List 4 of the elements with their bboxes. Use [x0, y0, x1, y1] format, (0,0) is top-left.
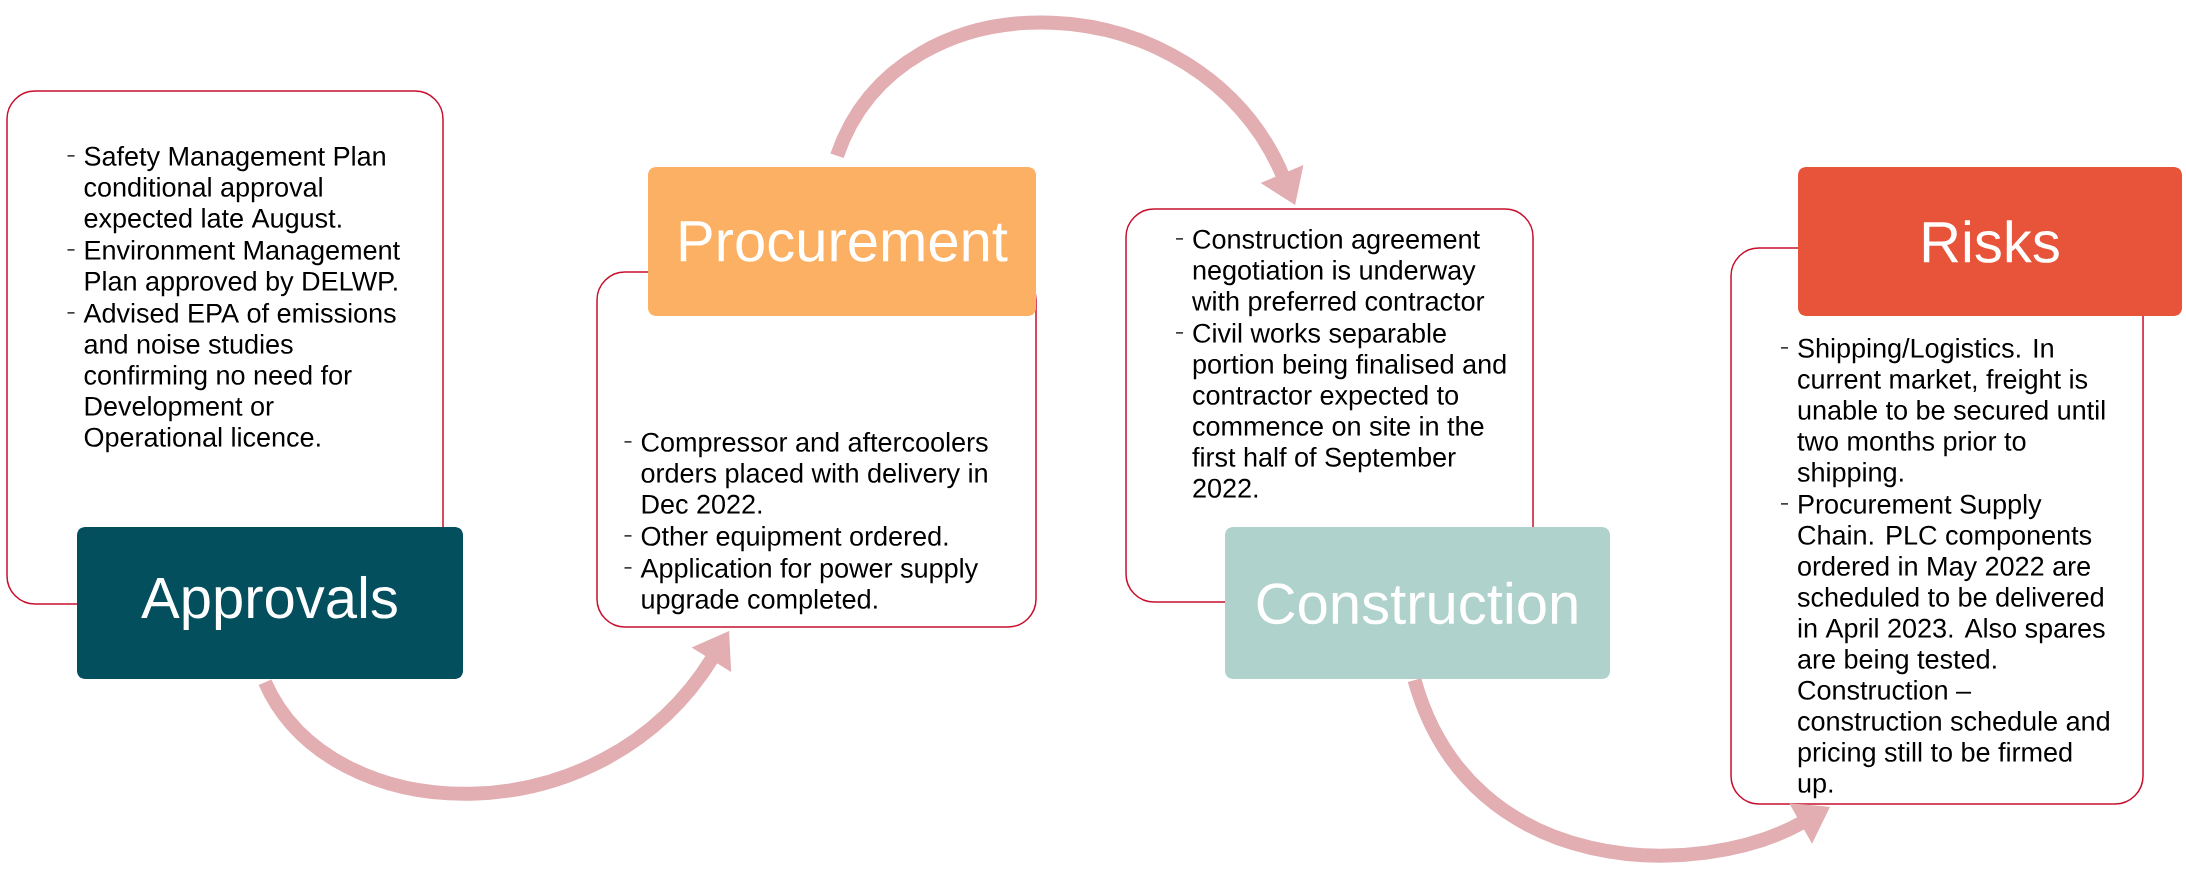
header-box: Procurement: [648, 167, 1036, 316]
header-box: Approvals: [77, 527, 463, 679]
header-box: Risks: [1798, 167, 2182, 316]
header-box: Construction: [1225, 527, 1610, 679]
